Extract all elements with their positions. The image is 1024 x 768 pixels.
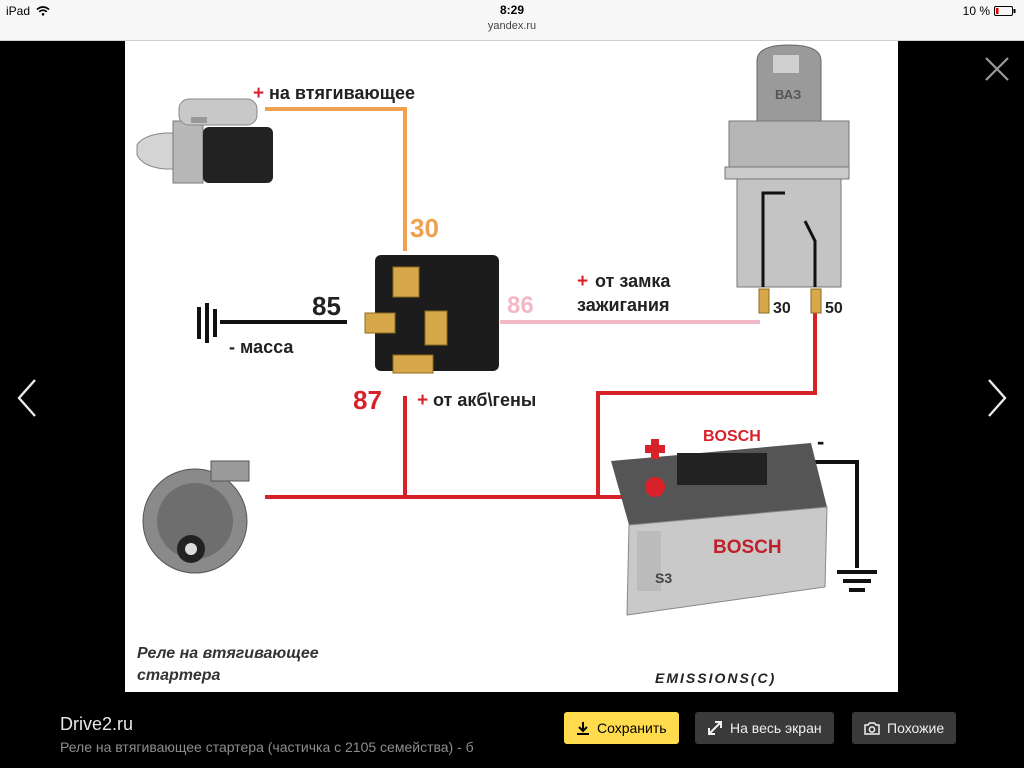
lock-pin-30-label: 30 [773,300,791,317]
wire-30-orange [265,107,407,251]
wire-87-red [265,396,645,499]
battery-percent: 10 % [962,4,990,18]
plus-sign-battery: + [417,390,428,411]
lock-pin-50-label: 50 [825,300,843,317]
battery-icon [994,6,1016,16]
arrow-right-icon[interactable] [986,378,1008,418]
source-title[interactable]: Drive2.ru [60,714,134,734]
pin-30-label: 30 [410,213,439,243]
fullscreen-button-label: На весь экран [730,720,822,736]
wifi-icon [36,6,50,16]
relay [364,255,499,374]
status-bar: iPad 8:29 10 % [0,0,1024,22]
fullscreen-button[interactable]: На весь экран [695,712,834,744]
wire-negative [815,460,859,568]
ignition-lock [724,44,850,314]
diagram-image: + на втягивающее 30 85 86 87 - масса + о… [125,41,898,692]
diagram-caption-line1: Реле на втягивающее [137,645,319,662]
battery-brand-front: BOSCH [713,537,782,558]
wire-battery-red [596,311,817,497]
wiring-diagram: + на втягивающее 30 85 86 87 - масса + о… [136,44,877,686]
camera-icon [864,722,880,735]
minus-sign-battery: - [817,429,824,454]
ground-symbol-right [837,570,877,592]
pin-86-label: 86 [507,292,534,319]
label-to-retractor: на втягивающее [269,83,415,103]
arrow-left-icon[interactable] [16,378,38,418]
ignition-label-line1: от замка [595,271,671,291]
image-subtitle: Реле на втягивающее стартера (частичка с… [60,739,474,755]
diagram-caption-line2: стартера [137,667,220,684]
pin-87-label: 87 [353,385,382,415]
close-icon[interactable] [984,56,1010,82]
ignition-label-line2: зажигания [577,295,670,315]
alternator [142,460,250,574]
download-icon [577,722,589,735]
battery-brand-top: BOSCH [703,428,761,445]
battery-indicator: 10 % [963,4,1016,18]
lock-brand-label: ВАЗ [775,87,801,102]
address-bar[interactable]: yandex.ru [0,18,1024,41]
ground-symbol-left [197,303,217,343]
pin-85-label: 85 [312,291,341,321]
plus-sign-ignition: + [577,271,588,292]
ground-label: - масса [229,337,294,357]
diagram-watermark: EMISSIONS(C) [655,670,776,686]
status-time: 8:29 [499,3,525,17]
status-left: iPad [6,4,50,18]
save-button[interactable]: Сохранить [564,712,679,744]
similar-button[interactable]: Похожие [852,712,957,744]
expand-icon [708,721,722,735]
similar-button-label: Похожие [887,720,945,736]
url-text: yandex.ru [487,20,537,32]
plus-sign-starter: + [253,83,264,104]
starter-motor [136,98,273,184]
save-button-label: Сохранить [597,720,667,736]
device-name: iPad [6,4,31,18]
battery-model-label: S3 [655,570,672,586]
battery [611,439,828,616]
battery-gen-label: от акб\гены [433,390,536,410]
